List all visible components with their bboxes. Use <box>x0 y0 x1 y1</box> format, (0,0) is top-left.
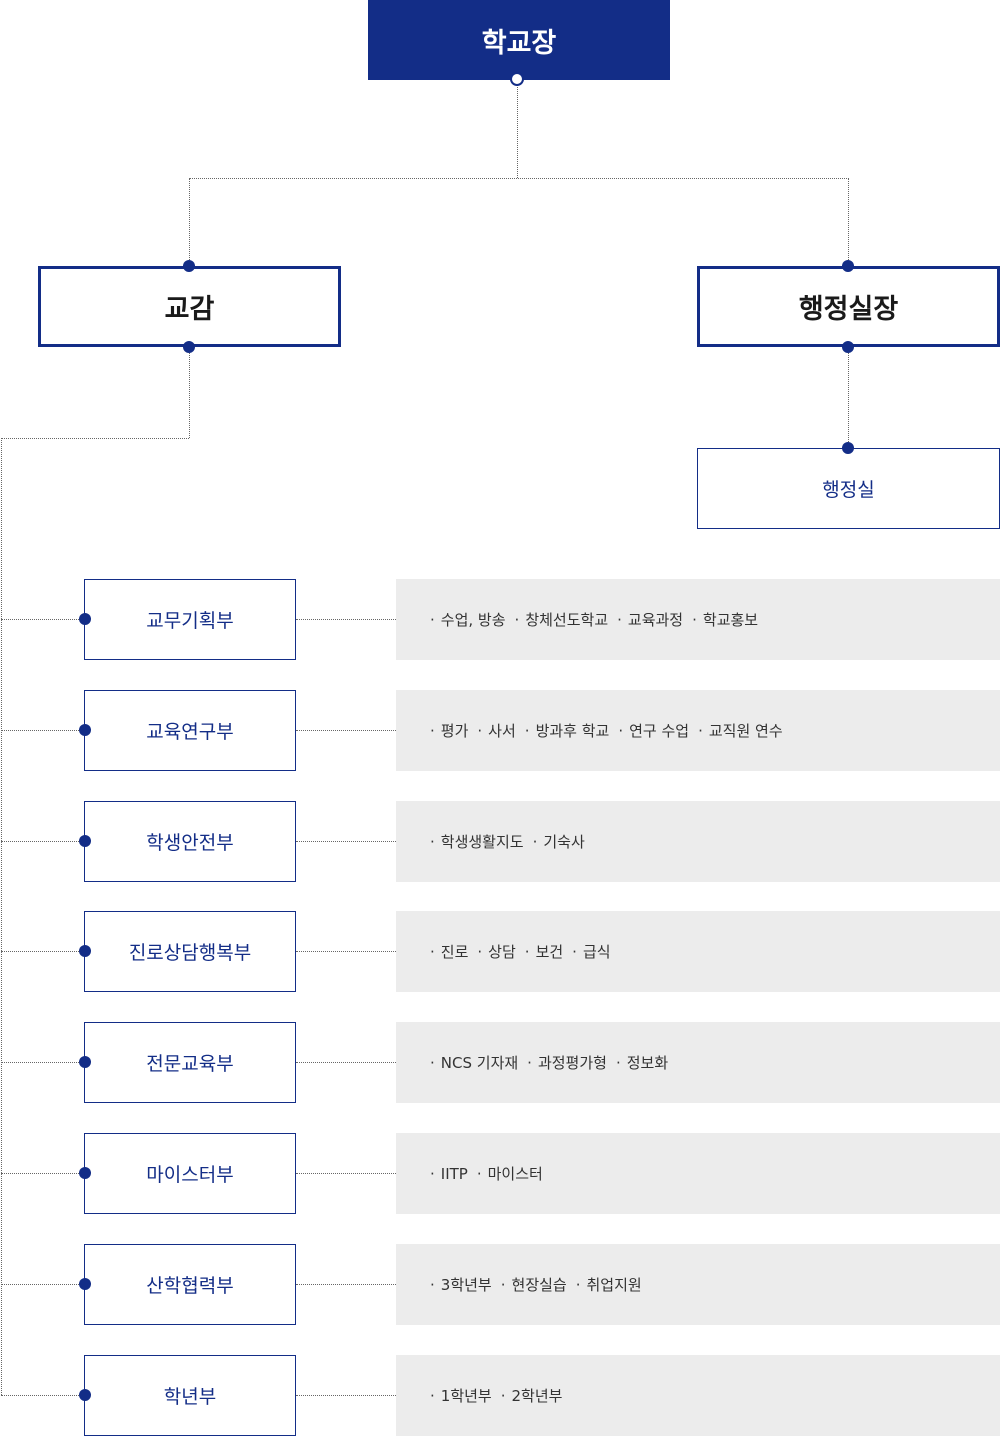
duty-item: 정보화 <box>616 1052 668 1073</box>
duty-item: 2학년부 <box>501 1385 563 1406</box>
duty-panel: 진로 상담 보건 급식 <box>396 911 1000 993</box>
department-node-icon <box>79 1277 91 1290</box>
duty-item: 창체선도학교 <box>515 609 608 630</box>
duty-item: IITP <box>430 1165 468 1183</box>
duty-item: 1학년부 <box>430 1385 492 1406</box>
duty-item: 방과후 학교 <box>525 720 610 741</box>
connector-admin-down <box>848 347 849 448</box>
department-name: 학생안전부 <box>146 831 234 854</box>
connector-vice-in <box>189 178 190 266</box>
duty-item: 수업, 방송 <box>430 609 506 630</box>
duty-panel: NCS 기자재 과정평가형 정보화 <box>396 1022 1000 1104</box>
duty-item: 마이스터 <box>477 1163 543 1184</box>
department-box: 산학협력부 <box>84 1243 296 1325</box>
duty-item: 사서 <box>477 720 516 741</box>
dept-connector-left <box>1 1283 85 1285</box>
duty-item: 3학년부 <box>430 1274 492 1295</box>
principal-label: 학교장 <box>481 27 557 59</box>
duty-item: 급식 <box>572 941 611 962</box>
department-node-icon <box>79 1056 91 1069</box>
department-node-icon <box>79 1167 91 1179</box>
duty-item: 과정평가형 <box>527 1052 607 1073</box>
admin-top-node-icon <box>842 260 854 272</box>
duty-item: 교육과정 <box>617 609 683 630</box>
department-name: 마이스터부 <box>146 1164 234 1186</box>
duty-item: 평가 <box>430 720 469 741</box>
principal-node-icon <box>510 72 524 86</box>
dept-connector-right <box>296 840 396 842</box>
duty-panel: IITP 마이스터 <box>396 1133 1000 1214</box>
department-box: 교무기획부 <box>84 579 296 660</box>
connector-vice-down <box>189 347 190 438</box>
vice-top-node-icon <box>183 260 195 272</box>
duty-item: 상담 <box>477 941 516 962</box>
department-box: 학년부 <box>84 1354 296 1436</box>
dept-connector-left <box>1 951 85 953</box>
department-name: 전문교육부 <box>146 1053 234 1076</box>
department-name: 학년부 <box>163 1385 217 1408</box>
duty-item: NCS 기자재 <box>430 1052 518 1073</box>
dept-connector-left <box>1 840 85 842</box>
department-name: 교육연구부 <box>146 720 234 743</box>
dept-connector-left <box>1 1173 85 1174</box>
dept-connector-right <box>296 1283 396 1285</box>
department-box: 진로상담행복부 <box>84 911 296 993</box>
department-box: 학생안전부 <box>84 800 296 882</box>
duty-item: 취업지원 <box>576 1274 642 1295</box>
vice-principal-box: 교감 <box>38 266 341 347</box>
duty-panel: 수업, 방송 창체선도학교 교육과정 학교홍보 <box>396 579 1000 660</box>
department-node-icon <box>79 723 91 736</box>
connector-vice-left <box>1 438 189 439</box>
admin-head-box: 행정실장 <box>697 266 1000 347</box>
department-node-icon <box>79 945 91 958</box>
duty-panel: 학생생활지도 기숙사 <box>396 800 1000 882</box>
dept-connector-right <box>296 1394 396 1396</box>
connector-admin-in <box>848 178 849 266</box>
dept-connector-right <box>296 729 396 731</box>
principal-box: 학교장 <box>368 0 670 80</box>
admin-office-node-icon <box>842 442 854 454</box>
dept-connector-left <box>1 619 85 620</box>
duty-item: 연구 수업 <box>618 720 689 741</box>
department-box: 전문교육부 <box>84 1022 296 1104</box>
department-box: 교육연구부 <box>84 689 296 771</box>
admin-office-box: 행정실 <box>697 448 1000 529</box>
department-node-icon <box>79 613 91 625</box>
duty-item: 보건 <box>525 941 564 962</box>
vice-principal-label: 교감 <box>164 294 215 325</box>
vice-bottom-node-icon <box>183 341 195 353</box>
department-node-icon <box>79 1388 91 1401</box>
dept-connector-right <box>296 951 396 953</box>
duty-item: 기숙사 <box>533 831 584 852</box>
connector-branch <box>189 178 849 179</box>
duty-panel: 평가 사서 방과후 학교 연구 수업 교직원 연수 <box>396 689 1000 771</box>
duty-panel: 1학년부 2학년부 <box>396 1354 1000 1436</box>
dept-connector-left <box>1 729 85 731</box>
duty-item: 학생생활지도 <box>430 831 524 852</box>
duty-item: 진로 <box>430 941 469 962</box>
dept-connector-left <box>1 1394 85 1396</box>
duty-item: 현장실습 <box>501 1274 567 1295</box>
admin-head-label: 행정실장 <box>798 294 899 325</box>
dept-connector-left <box>1 1062 85 1064</box>
department-name: 산학협력부 <box>146 1274 234 1297</box>
duty-item: 교직원 연수 <box>698 720 783 741</box>
admin-bottom-node-icon <box>842 341 854 353</box>
duty-panel: 3학년부 현장실습 취업지원 <box>396 1243 1000 1325</box>
dept-connector-right <box>296 1062 396 1064</box>
dept-connector-right <box>296 619 396 620</box>
department-node-icon <box>79 834 91 847</box>
duty-item: 학교홍보 <box>692 609 758 630</box>
department-name: 진로상담행복부 <box>128 942 252 965</box>
dept-connector-right <box>296 1173 396 1174</box>
connector-spine <box>1 438 2 1395</box>
admin-office-label: 행정실 <box>822 479 875 501</box>
connector-principal-down <box>517 80 518 178</box>
department-name: 교무기획부 <box>146 610 234 632</box>
department-box: 마이스터부 <box>84 1133 296 1214</box>
